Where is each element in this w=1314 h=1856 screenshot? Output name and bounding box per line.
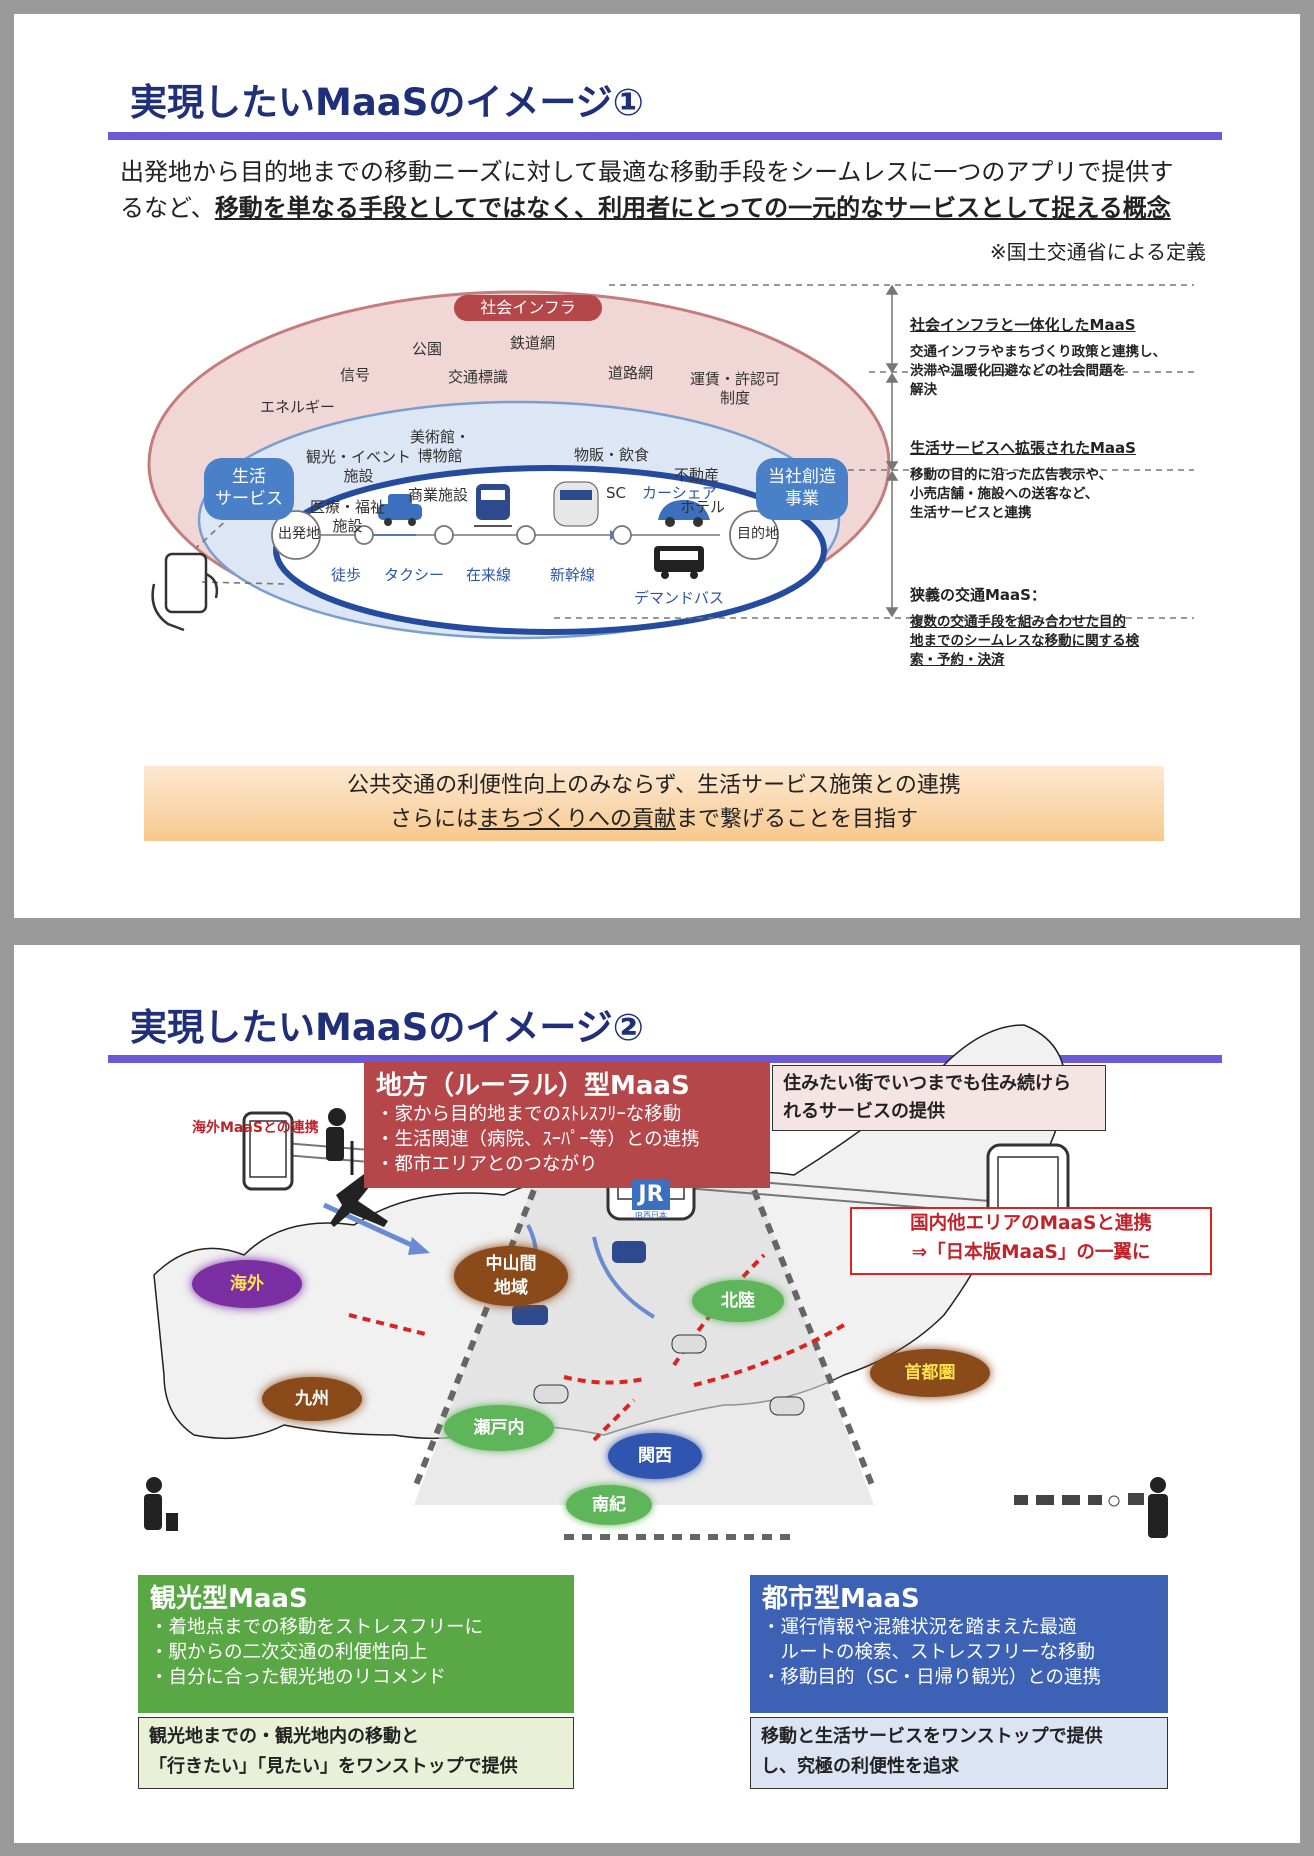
page-title: 実現したいMaaSのイメージ② xyxy=(130,1006,644,1049)
life-service-badge: 生活 サービス xyxy=(204,458,294,520)
rural-maas-box: 地方（ルーラル）型MaaS ・家から目的地までのｽﾄﾚｽﾌﾘｰな移動 ・生活関連… xyxy=(364,1062,770,1188)
elderly-person-icon xyxy=(326,1108,354,1175)
phone-overseas-icon xyxy=(242,1111,294,1191)
businessman-icon xyxy=(1148,1477,1168,1538)
slide-maas-image-1: 実現したいMaaSのイメージ① 出発地から目的地までの移動ニーズに対して最適な移… xyxy=(14,14,1300,918)
definition-line-1: 出発地から目的地までの移動ニーズに対して最適な移動手段をシームレスに一つのアプリ… xyxy=(120,158,1174,186)
region-hokuriku: 北陸 xyxy=(692,1280,784,1322)
rural-maas-title: 地方（ルーラル）型MaaS xyxy=(376,1071,690,1101)
mode-walk: 徒歩 xyxy=(331,566,362,584)
title-divider xyxy=(108,1055,1222,1063)
company-business-badge: 当社創造 事業 xyxy=(756,458,848,520)
overseas-link-label: 海外MaaSとの連携 xyxy=(192,1120,319,1136)
tourism-item: ・駅からの二次交通の利便性向上 xyxy=(150,1642,428,1663)
destination-label: 目的地 xyxy=(737,526,779,542)
banner-prefix: さらには xyxy=(389,807,478,832)
taxi-icon xyxy=(378,494,422,526)
urban-item: ・運行情報や混雑状況を踏まえた最適 xyxy=(762,1617,1077,1638)
shinkansen-icon xyxy=(553,481,599,527)
bus-icon xyxy=(654,546,704,579)
side-heading: 生活サービスへ拡張されたMaaS xyxy=(910,439,1136,457)
mode-shinkansen: 新幹線 xyxy=(550,566,596,584)
banner-suffix: まで繋げることを目指す xyxy=(676,807,919,832)
jr-west-logo: JR JR西日本 xyxy=(622,1180,680,1224)
jr-logo-sub: JR西日本 xyxy=(635,1211,667,1220)
side-body: 移動の目的に沿った広告表示や、 小売店舗・施設への送客など、 生活サービスと連携 xyxy=(910,467,1113,521)
label-sc: SC xyxy=(606,484,626,502)
banner-underline: まちづくりへの貢献 xyxy=(477,807,676,832)
side-heading: 狭義の交通MaaS： xyxy=(910,586,1046,604)
urban-note: 移動と生活サービスをワンストップで提供 し、究極の利便性を追求 xyxy=(750,1717,1168,1789)
page-title: 実現したいMaaSのイメージ① xyxy=(130,81,644,124)
car-share-icon xyxy=(658,500,710,527)
label-signal: 信号 xyxy=(340,366,371,384)
definition-line-2: るなど、移動を単なる手段としてではなく、利用者にとっての一元的なサービスとして捉… xyxy=(120,190,1240,226)
label-railway-network: 鉄道網 xyxy=(510,334,556,352)
social-infra-header: 社会インフラ xyxy=(454,295,602,321)
label-park: 公園 xyxy=(412,340,443,358)
definition-text: 出発地から目的地までの移動ニーズに対して最適な移動手段をシームレスに一つのアプリ… xyxy=(120,154,1240,226)
rural-item: ・家から目的地までのｽﾄﾚｽﾌﾘｰな移動 xyxy=(376,1104,682,1125)
label-museum: 美術館・ 博物館 xyxy=(410,428,471,465)
train-icon xyxy=(474,484,512,527)
title-divider xyxy=(108,132,1222,140)
live-continuously-note: 住みたい街でいつまでも住み続けら れるサービスの提供 xyxy=(772,1065,1106,1131)
side-heading: 社会インフラと一体化したMaaS xyxy=(910,316,1136,334)
mode-car-share: カーシェア xyxy=(642,484,717,502)
tourism-note: 観光地までの・観光地内の移動と 「行きたい」「見たい」をワンストップで提供 xyxy=(138,1717,574,1789)
region-mountain: 中山間 地域 xyxy=(454,1246,568,1306)
goal-banner: 公共交通の利便性向上のみならず、生活サービス施策との連携 さらにはまちづくりへの… xyxy=(144,766,1164,841)
tourism-item: ・着地点までの移動をストレスフリーに xyxy=(150,1617,484,1638)
banner-line-2: さらにはまちづくりへの貢献まで繋げることを目指す xyxy=(144,803,1164,837)
label-retail-dining: 物販・飲食 xyxy=(574,446,650,464)
urban-item: ルートの検索、ストレスフリーな移動 xyxy=(762,1642,1096,1663)
side-social-infra: 社会インフラと一体化したMaaS 交通インフラやまちづくり政策と連携し、 渋滞や… xyxy=(910,314,1270,400)
label-fare-license: 運賃・許認可 制度 xyxy=(690,370,781,407)
tourism-maas-title: 観光型MaaS xyxy=(150,1584,308,1614)
transport-icons-right xyxy=(1014,1493,1144,1507)
urban-maas-box: 都市型MaaS ・運行情報や混雑状況を踏まえた最適 ルートの検索、ストレスフリー… xyxy=(750,1575,1168,1713)
label-hotel: ホテル xyxy=(680,498,726,516)
region-overseas: 海外 xyxy=(192,1260,302,1308)
region-kansai: 関西 xyxy=(608,1433,702,1479)
tourism-item: ・自分に合った観光地のリコメンド xyxy=(150,1667,447,1688)
label-commercial: 商業施設 xyxy=(408,486,469,504)
mode-taxi: タクシー xyxy=(384,566,445,584)
mode-demand-bus: デマンドバス xyxy=(634,589,725,607)
definition-emphasis: 移動を単なる手段としてではなく、利用者にとっての一元的なサービスとして捉える概念 xyxy=(214,194,1171,222)
side-life-service: 生活サービスへ拡張されたMaaS 移動の目的に沿った広告表示や、 小売店舗・施設… xyxy=(910,437,1270,523)
label-real-estate: 不動産 xyxy=(674,466,720,484)
side-narrow-transport: 狭義の交通MaaS： 複数の交通手段を組み合わせた目的 地までのシームレスな移動… xyxy=(910,584,1270,670)
train-icons xyxy=(512,1241,805,1416)
rural-item: ・生活関連（病院、ｽｰﾊﾟｰ等）との連携 xyxy=(376,1129,700,1150)
definition-source: ※国土交通省による定義 xyxy=(989,240,1206,264)
region-nanki: 南紀 xyxy=(566,1485,652,1525)
definition-prefix: るなど、 xyxy=(120,194,215,222)
region-setouchi: 瀬戸内 xyxy=(444,1405,554,1451)
urban-maas-title: 都市型MaaS xyxy=(762,1584,920,1614)
region-kyushu: 九州 xyxy=(262,1377,362,1421)
label-traffic-sign: 交通標識 xyxy=(448,368,509,386)
smartphone-hand-icon xyxy=(151,552,219,632)
banner-line-1: 公共交通の利便性向上のみならず、生活サービス施策との連携 xyxy=(347,773,961,798)
tourism-maas-box: 観光型MaaS ・着地点までの移動をストレスフリーに ・駅からの二次交通の利便性… xyxy=(138,1575,574,1713)
traveler-icon xyxy=(144,1477,178,1531)
domestic-link-box: 国内他エリアのMaaSと連携 ⇒「日本版MaaS」の一翼に xyxy=(850,1207,1212,1275)
label-tourism-event: 観光・イベント 施設 xyxy=(306,448,412,485)
slide-maas-image-2: 実現したいMaaSのイメージ② xyxy=(14,945,1300,1843)
rural-item: ・都市エリアとのつながり xyxy=(376,1154,598,1175)
label-medical-welfare: 医療・福祉 施設 xyxy=(310,498,386,535)
side-body: 複数の交通手段を組み合わせた目的 地までのシームレスな移動に関する検 索・予約・… xyxy=(910,614,1140,668)
mode-local-train: 在来線 xyxy=(466,566,512,584)
label-road-network: 道路網 xyxy=(608,364,654,382)
jr-logo-mark: JR xyxy=(632,1180,670,1210)
maas-layer-diagram xyxy=(147,284,1194,640)
urban-item: ・移動目的（SC・日帰り観光）との連携 xyxy=(762,1667,1101,1688)
region-tokyo: 首都圏 xyxy=(870,1349,990,1397)
label-energy: エネルギー xyxy=(260,398,336,416)
origin-label: 出発地 xyxy=(278,526,320,542)
side-body: 交通インフラやまちづくり政策と連携し、 渋滞や温暖化回避などの社会問題を 解決 xyxy=(910,344,1167,398)
